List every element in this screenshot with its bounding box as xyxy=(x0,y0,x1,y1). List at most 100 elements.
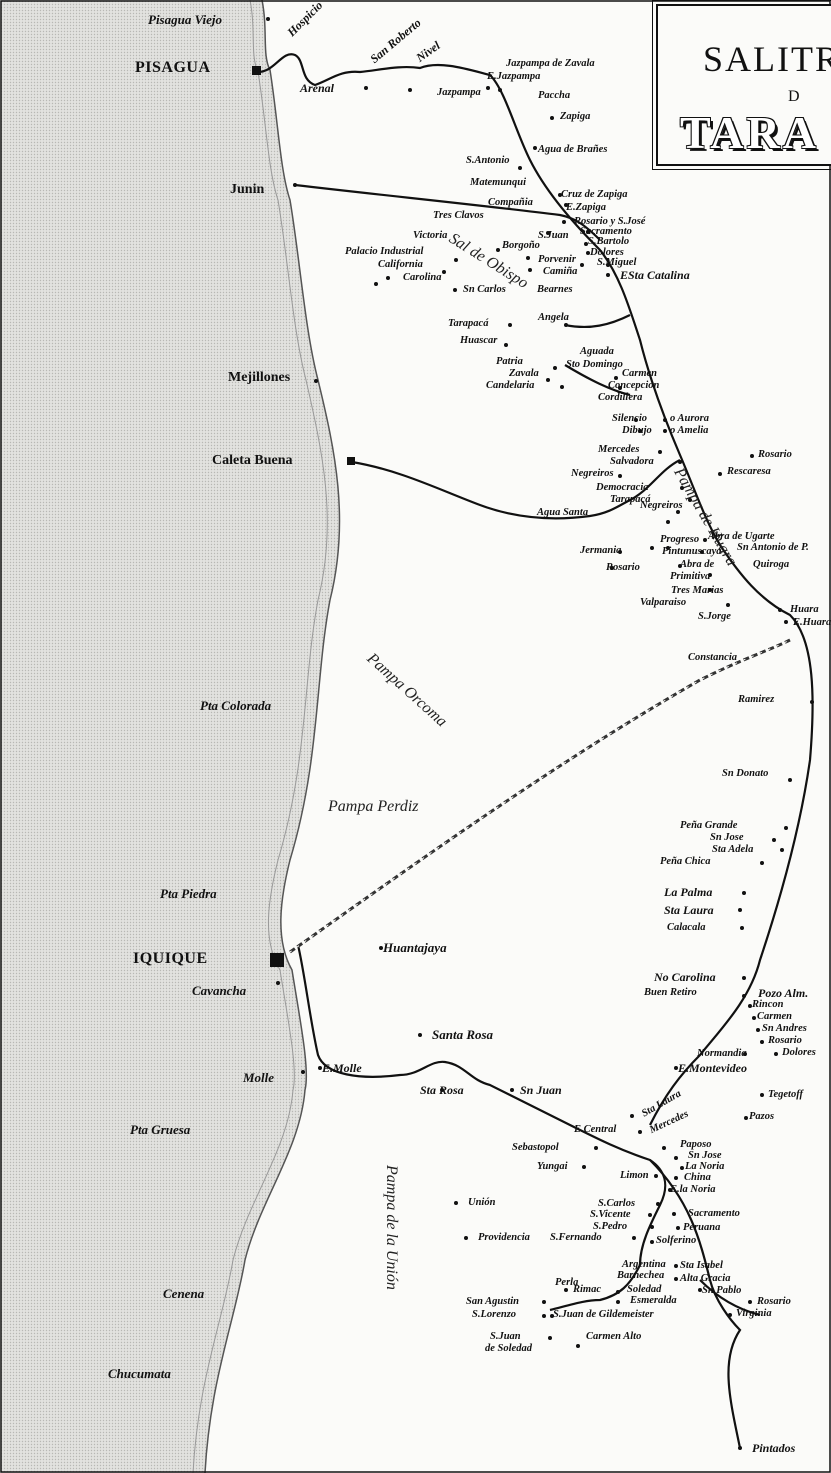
place-dot xyxy=(440,1088,444,1092)
place-label: Quiroga xyxy=(753,559,790,570)
place-dot xyxy=(756,1028,760,1032)
place-label: S.Carlos xyxy=(598,1198,636,1209)
place-label: Valparaiso xyxy=(640,597,687,608)
place-dot xyxy=(676,1226,680,1230)
place-dot xyxy=(698,1288,702,1292)
place-label: Patria xyxy=(496,356,523,367)
iquique-port-marker xyxy=(270,953,284,967)
place-dot xyxy=(743,1052,747,1056)
place-dot xyxy=(663,429,667,433)
place-dot xyxy=(740,926,744,930)
place-label: Normandia xyxy=(697,1048,747,1059)
place-dot xyxy=(708,573,712,577)
place-label: Carmen Alto xyxy=(586,1331,642,1342)
place-dot xyxy=(663,418,667,422)
place-dot xyxy=(674,1277,678,1281)
place-label: o Amelia xyxy=(670,425,709,436)
place-dot xyxy=(318,1066,322,1070)
place-label: Sn Antonio de P. xyxy=(737,542,809,553)
place-dot xyxy=(744,1116,748,1120)
place-label: Sebastopol xyxy=(512,1142,559,1153)
title-line-2: D xyxy=(788,88,800,105)
place-label: Negreiros xyxy=(640,500,683,511)
place-dot xyxy=(486,86,490,90)
place-label: Rosario xyxy=(757,1296,791,1307)
place-label: Aguada xyxy=(580,346,614,357)
place-label: Porvenir xyxy=(538,254,576,265)
place-label: S.Lorenzo xyxy=(472,1309,517,1320)
place-label: Compañia xyxy=(488,197,533,208)
place-label: Esmeralda xyxy=(630,1295,677,1306)
place-dot xyxy=(680,486,684,490)
place-dot xyxy=(580,263,584,267)
place-dot xyxy=(760,861,764,865)
place-dot xyxy=(614,376,618,380)
place-dot xyxy=(650,1240,654,1244)
place-dot xyxy=(594,1146,598,1150)
place-dot xyxy=(418,1033,422,1037)
place-label: Rosario xyxy=(768,1035,802,1046)
place-label: Santa Rosa xyxy=(432,1027,494,1042)
place-dot xyxy=(748,1300,752,1304)
place-dot xyxy=(672,1212,676,1216)
region-label-pampa-de-la-union: Pampa de la Unión xyxy=(383,1165,400,1290)
place-label: S.Jorge xyxy=(698,611,731,622)
place-label: Carolina xyxy=(403,272,442,283)
place-label: Rescaresa xyxy=(727,466,771,477)
place-label: Bearnes xyxy=(537,284,573,295)
place-label: Rosario y S.José xyxy=(574,216,646,227)
place-label: Sta Adela xyxy=(712,844,754,855)
place-label: Tarapacá xyxy=(610,494,651,505)
place-dot xyxy=(442,270,446,274)
place-label: Virginia xyxy=(736,1308,772,1319)
place-label: Concepcion xyxy=(608,380,660,391)
place-label: S.Vicente xyxy=(590,1209,631,1220)
place-label: Huascar xyxy=(460,335,498,346)
place-dot xyxy=(726,603,730,607)
place-label: Peña Grande xyxy=(680,820,738,831)
place-dot xyxy=(504,343,508,347)
place-label: S.Fernando xyxy=(550,1232,602,1243)
title-line-3: TARA xyxy=(680,107,819,158)
place-dot xyxy=(650,1225,654,1229)
coastline xyxy=(204,0,341,1473)
place-dot xyxy=(350,460,354,464)
place-dot xyxy=(564,203,568,207)
place-label: Mercedes xyxy=(598,444,640,455)
place-dot xyxy=(630,1114,634,1118)
place-label: E.Huara xyxy=(793,617,831,628)
place-label: La Palma xyxy=(664,885,713,899)
coast-label-pta-piedra: Pta Piedra xyxy=(160,886,217,901)
place-dot xyxy=(674,1176,678,1180)
coast-label-pisagua-viejo: Pisagua Viejo xyxy=(148,12,223,27)
place-label: Tegetoff xyxy=(768,1089,803,1100)
place-label: E.Central xyxy=(574,1124,617,1135)
place-label: Angela xyxy=(538,312,569,323)
coast-label-molle: Molle xyxy=(243,1070,275,1085)
place-label: Paposo xyxy=(680,1139,712,1150)
coast-label-pta-gruesa: Pta Gruesa xyxy=(130,1122,191,1137)
place-label: E.Montevideo xyxy=(678,1061,747,1075)
place-label: Paccha xyxy=(538,90,571,101)
place-label: Buen Retiro xyxy=(644,987,697,998)
place-dot xyxy=(810,700,814,704)
place-dot xyxy=(453,288,457,292)
coast-label-caleta-buena: Caleta Buena xyxy=(212,453,293,468)
place-label: S.Juan de Gildemeister xyxy=(553,1309,654,1320)
place-dot xyxy=(293,183,297,187)
coast-label-pta-colorada: Pta Colorada xyxy=(200,698,272,713)
place-dot xyxy=(748,1004,752,1008)
place-label: Dolores xyxy=(782,1047,816,1058)
place-dot xyxy=(498,88,502,92)
coast-label-cenena: Cenena xyxy=(163,1286,205,1301)
place-dot xyxy=(674,1156,678,1160)
place-label: S.Antonio xyxy=(466,155,510,166)
place-dot xyxy=(708,588,712,592)
place-label: Palacio Industrial xyxy=(345,246,424,257)
place-label: Sn Carlos xyxy=(463,284,506,295)
place-label: China xyxy=(684,1172,711,1183)
place-dot xyxy=(454,258,458,262)
place-label: Yungai xyxy=(537,1161,568,1172)
place-label: Solferino xyxy=(656,1235,697,1246)
place-dot xyxy=(742,994,746,998)
